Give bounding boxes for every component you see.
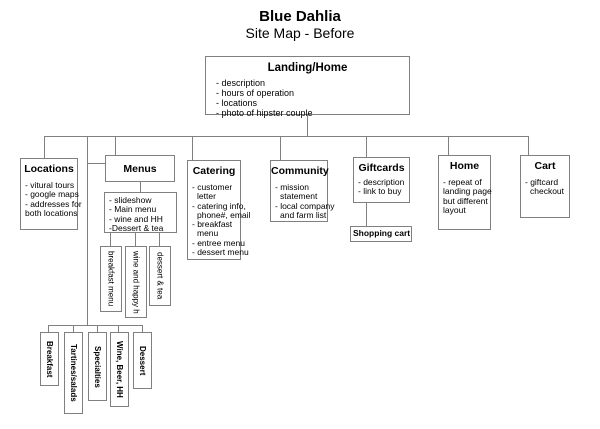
connector-elbow-to-menus	[87, 163, 105, 164]
page-subtitle: Site Map - Before	[245, 25, 355, 41]
node-item-line: landing page	[443, 186, 492, 197]
node-title: Cart	[534, 160, 556, 172]
node-item-line: - wine and HH	[109, 213, 163, 224]
node-menus: Menus	[105, 155, 175, 182]
node-items: - slideshow - Main menu - wine and HH -D…	[105, 195, 176, 233]
node-specialties-page: Specialties	[88, 332, 107, 401]
connector-to-tartines	[73, 325, 74, 332]
node-item-line: letter	[197, 191, 216, 202]
connector-to-home	[448, 136, 449, 155]
node-home: Home - repeat of landing page but differ…	[438, 155, 492, 230]
connector-to-giftcards	[366, 136, 367, 157]
node-catering: Catering - customer letter - catering in…	[187, 160, 251, 260]
connector-to-wine-beer	[118, 325, 119, 332]
node-item-line: but different	[443, 195, 488, 206]
node-dessert-tea-vertical: dessert & tea	[149, 246, 171, 306]
connector-to-cart	[528, 136, 529, 155]
node-item-line: statement	[280, 191, 318, 202]
page-title: Blue Dahlia	[259, 8, 341, 25]
node-item-line: - description	[358, 177, 405, 187]
node-giftcards: Giftcards - description - link to buy	[353, 157, 410, 203]
connector-giftcards-to-shoppingcart	[366, 203, 367, 226]
node-title: Landing/Home	[267, 62, 348, 74]
node-title: Catering	[192, 165, 236, 177]
node-menus-detail: - slideshow - Main menu - wine and HH -D…	[104, 192, 177, 233]
connector-detail-to-dessert-tea	[159, 233, 160, 246]
node-item-line: both locations	[25, 207, 78, 218]
connector-to-dessert	[142, 325, 143, 332]
node-item-line: - google maps	[25, 189, 79, 200]
node-item-line: - mission	[275, 182, 310, 192]
connector-menus-to-detail	[140, 182, 141, 192]
node-item-line: - repeat of	[443, 177, 482, 187]
node-label: wine and happy h	[131, 250, 141, 314]
node-item-line: - addresses for	[25, 198, 82, 209]
node-breakfast-menu-vertical: breakfast menu	[100, 246, 122, 312]
diagram-header: Blue Dahlia Site Map - Before	[0, 8, 600, 41]
node-item-line: - Main menu	[109, 204, 157, 215]
node-title: Home	[449, 160, 480, 172]
connector-to-specialties	[97, 325, 98, 332]
node-item-line: - catering info,	[192, 200, 246, 211]
node-tartines-salads-page: Tartines/salads	[64, 332, 83, 414]
node-items: - repeat of landing page but different l…	[439, 177, 492, 215]
node-label: Specialties	[93, 345, 102, 388]
connector-to-community	[280, 136, 281, 160]
node-items: - description - hours of operation - loc…	[206, 78, 409, 118]
node-wine-beer-hh-page: Wine, Beer, HH	[110, 332, 129, 407]
connector-to-breakfast	[48, 325, 49, 332]
node-items: - mission statement - local company and …	[271, 182, 335, 220]
node-label: breakfast menu	[106, 251, 116, 307]
node-item-line: - local company	[275, 200, 335, 211]
node-item-line: - photo of hipster couple	[216, 108, 313, 118]
node-locations: Locations - vitural tours - google maps …	[20, 158, 82, 230]
node-items: - customer letter - catering info, phone…	[188, 182, 251, 258]
node-label: Wine, Beer, HH	[115, 341, 124, 398]
connector-detail-to-breakfast-menu	[110, 233, 111, 246]
node-items: - description - link to buy	[354, 177, 409, 197]
node-item-line: - vitural tours	[25, 180, 75, 190]
node-label: Dessert	[138, 345, 147, 376]
node-item-line: - entree menu	[192, 237, 245, 248]
node-item-line: phone#, email	[197, 209, 251, 220]
node-item-line: - dessert menu	[192, 247, 249, 258]
node-item-line: and farm list	[280, 209, 327, 220]
connector-to-catering	[192, 136, 193, 160]
connector-main-horizontal	[44, 136, 529, 137]
connector-to-menus	[115, 136, 116, 155]
node-items: - vitural tours - google maps - addresse…	[21, 180, 82, 218]
connector-landing-down	[307, 115, 308, 136]
node-item-line: - giftcard	[525, 177, 559, 187]
node-item-line: checkout	[530, 186, 565, 197]
node-item-line: layout	[443, 204, 466, 215]
node-wine-happy-hour-vertical: wine and happy h	[125, 246, 147, 318]
connector-bottom-horizontal	[48, 325, 143, 326]
node-item-line: - slideshow	[109, 195, 152, 205]
node-dessert-page: Dessert	[133, 332, 152, 389]
node-title: Giftcards	[358, 162, 405, 174]
node-item-line: - hours of operation	[216, 88, 295, 98]
node-breakfast-page: Breakfast	[40, 332, 59, 386]
node-title: Menus	[123, 162, 157, 175]
node-title: Community	[271, 165, 329, 177]
connector-long-vertical	[87, 136, 88, 325]
node-item-line: - description	[216, 78, 266, 88]
node-landing-home: Landing/Home - description - hours of op…	[205, 56, 410, 118]
node-title: Locations	[24, 163, 74, 175]
node-community: Community - mission statement - local co…	[270, 160, 335, 222]
node-shopping-cart: Shopping cart	[350, 226, 412, 242]
node-item-line: menu	[197, 228, 219, 239]
node-cart: Cart - giftcard checkout	[520, 155, 570, 218]
node-item-line: -Dessert & tea	[109, 222, 164, 233]
connector-detail-to-wine-happy	[135, 233, 136, 246]
connector-to-locations	[44, 136, 45, 158]
node-item-line: - breakfast	[192, 219, 233, 230]
node-items: - giftcard checkout	[521, 177, 569, 197]
node-label: dessert & tea	[155, 252, 165, 300]
node-item-line: - link to buy	[358, 186, 402, 197]
node-label: Breakfast	[45, 340, 54, 378]
node-item-line: - customer	[192, 182, 233, 192]
node-label: Tartines/salads	[69, 344, 78, 402]
node-item-line: - locations	[216, 98, 258, 108]
